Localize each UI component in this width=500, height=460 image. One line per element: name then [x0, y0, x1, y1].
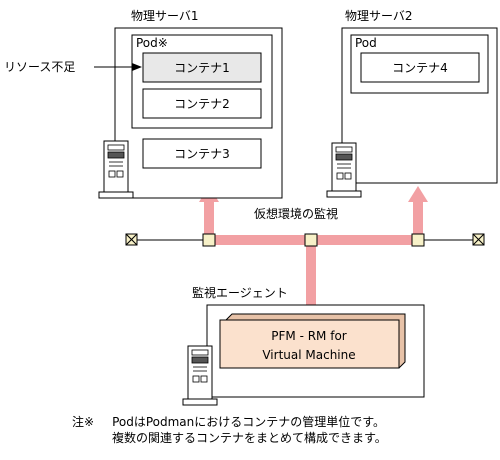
physical-server-2-label: 物理サーバ2	[345, 9, 413, 23]
server-1-computer-icon	[98, 140, 134, 199]
agent-label: 監視エージェント	[192, 285, 288, 300]
container-1-label: コンテナ1	[174, 61, 230, 75]
physical-server-1-label: 物理サーバ1	[131, 9, 199, 23]
server-2-computer-icon	[326, 142, 362, 198]
footnote-line-2: 複数の関連するコンテナをまとめて構成できます。	[112, 430, 387, 446]
shortage-arrow-head	[132, 63, 142, 71]
footnote-mark: 注※	[72, 415, 95, 429]
footnote-line-1: 注※ PodはPodmanにおけるコンテナの管理単位です。	[72, 414, 385, 430]
container-2-label: コンテナ2	[174, 97, 230, 111]
container-4-box	[360, 52, 480, 83]
resource-shortage-label: リソース不足	[4, 60, 75, 74]
network-terminator-left	[125, 233, 138, 246]
network-node-server1	[202, 233, 216, 247]
network-terminator-right	[472, 233, 485, 246]
network-node-agent	[304, 233, 318, 247]
network-node-server2	[411, 233, 425, 247]
container-1-box	[142, 52, 262, 83]
container-3-label: コンテナ3	[174, 147, 230, 161]
footnote-text-2: 複数の関連するコンテナをまとめて構成できます。	[112, 431, 387, 445]
monitoring-label: 仮想環境の監視	[254, 206, 338, 221]
agent-computer-icon	[182, 345, 218, 406]
container-4-label: コンテナ4	[392, 61, 448, 75]
product-box	[219, 313, 406, 369]
container-3-box	[142, 138, 262, 169]
pod-1-label: Pod※	[136, 36, 168, 50]
product-name-line-2: Virtual Machine	[262, 348, 355, 362]
product-name-line-1: PFM - RM for	[271, 329, 347, 343]
container-2-box	[142, 88, 262, 119]
pod-2-label: Pod	[355, 36, 377, 50]
footnote-text-1: PodはPodmanにおけるコンテナの管理単位です。	[112, 415, 386, 429]
